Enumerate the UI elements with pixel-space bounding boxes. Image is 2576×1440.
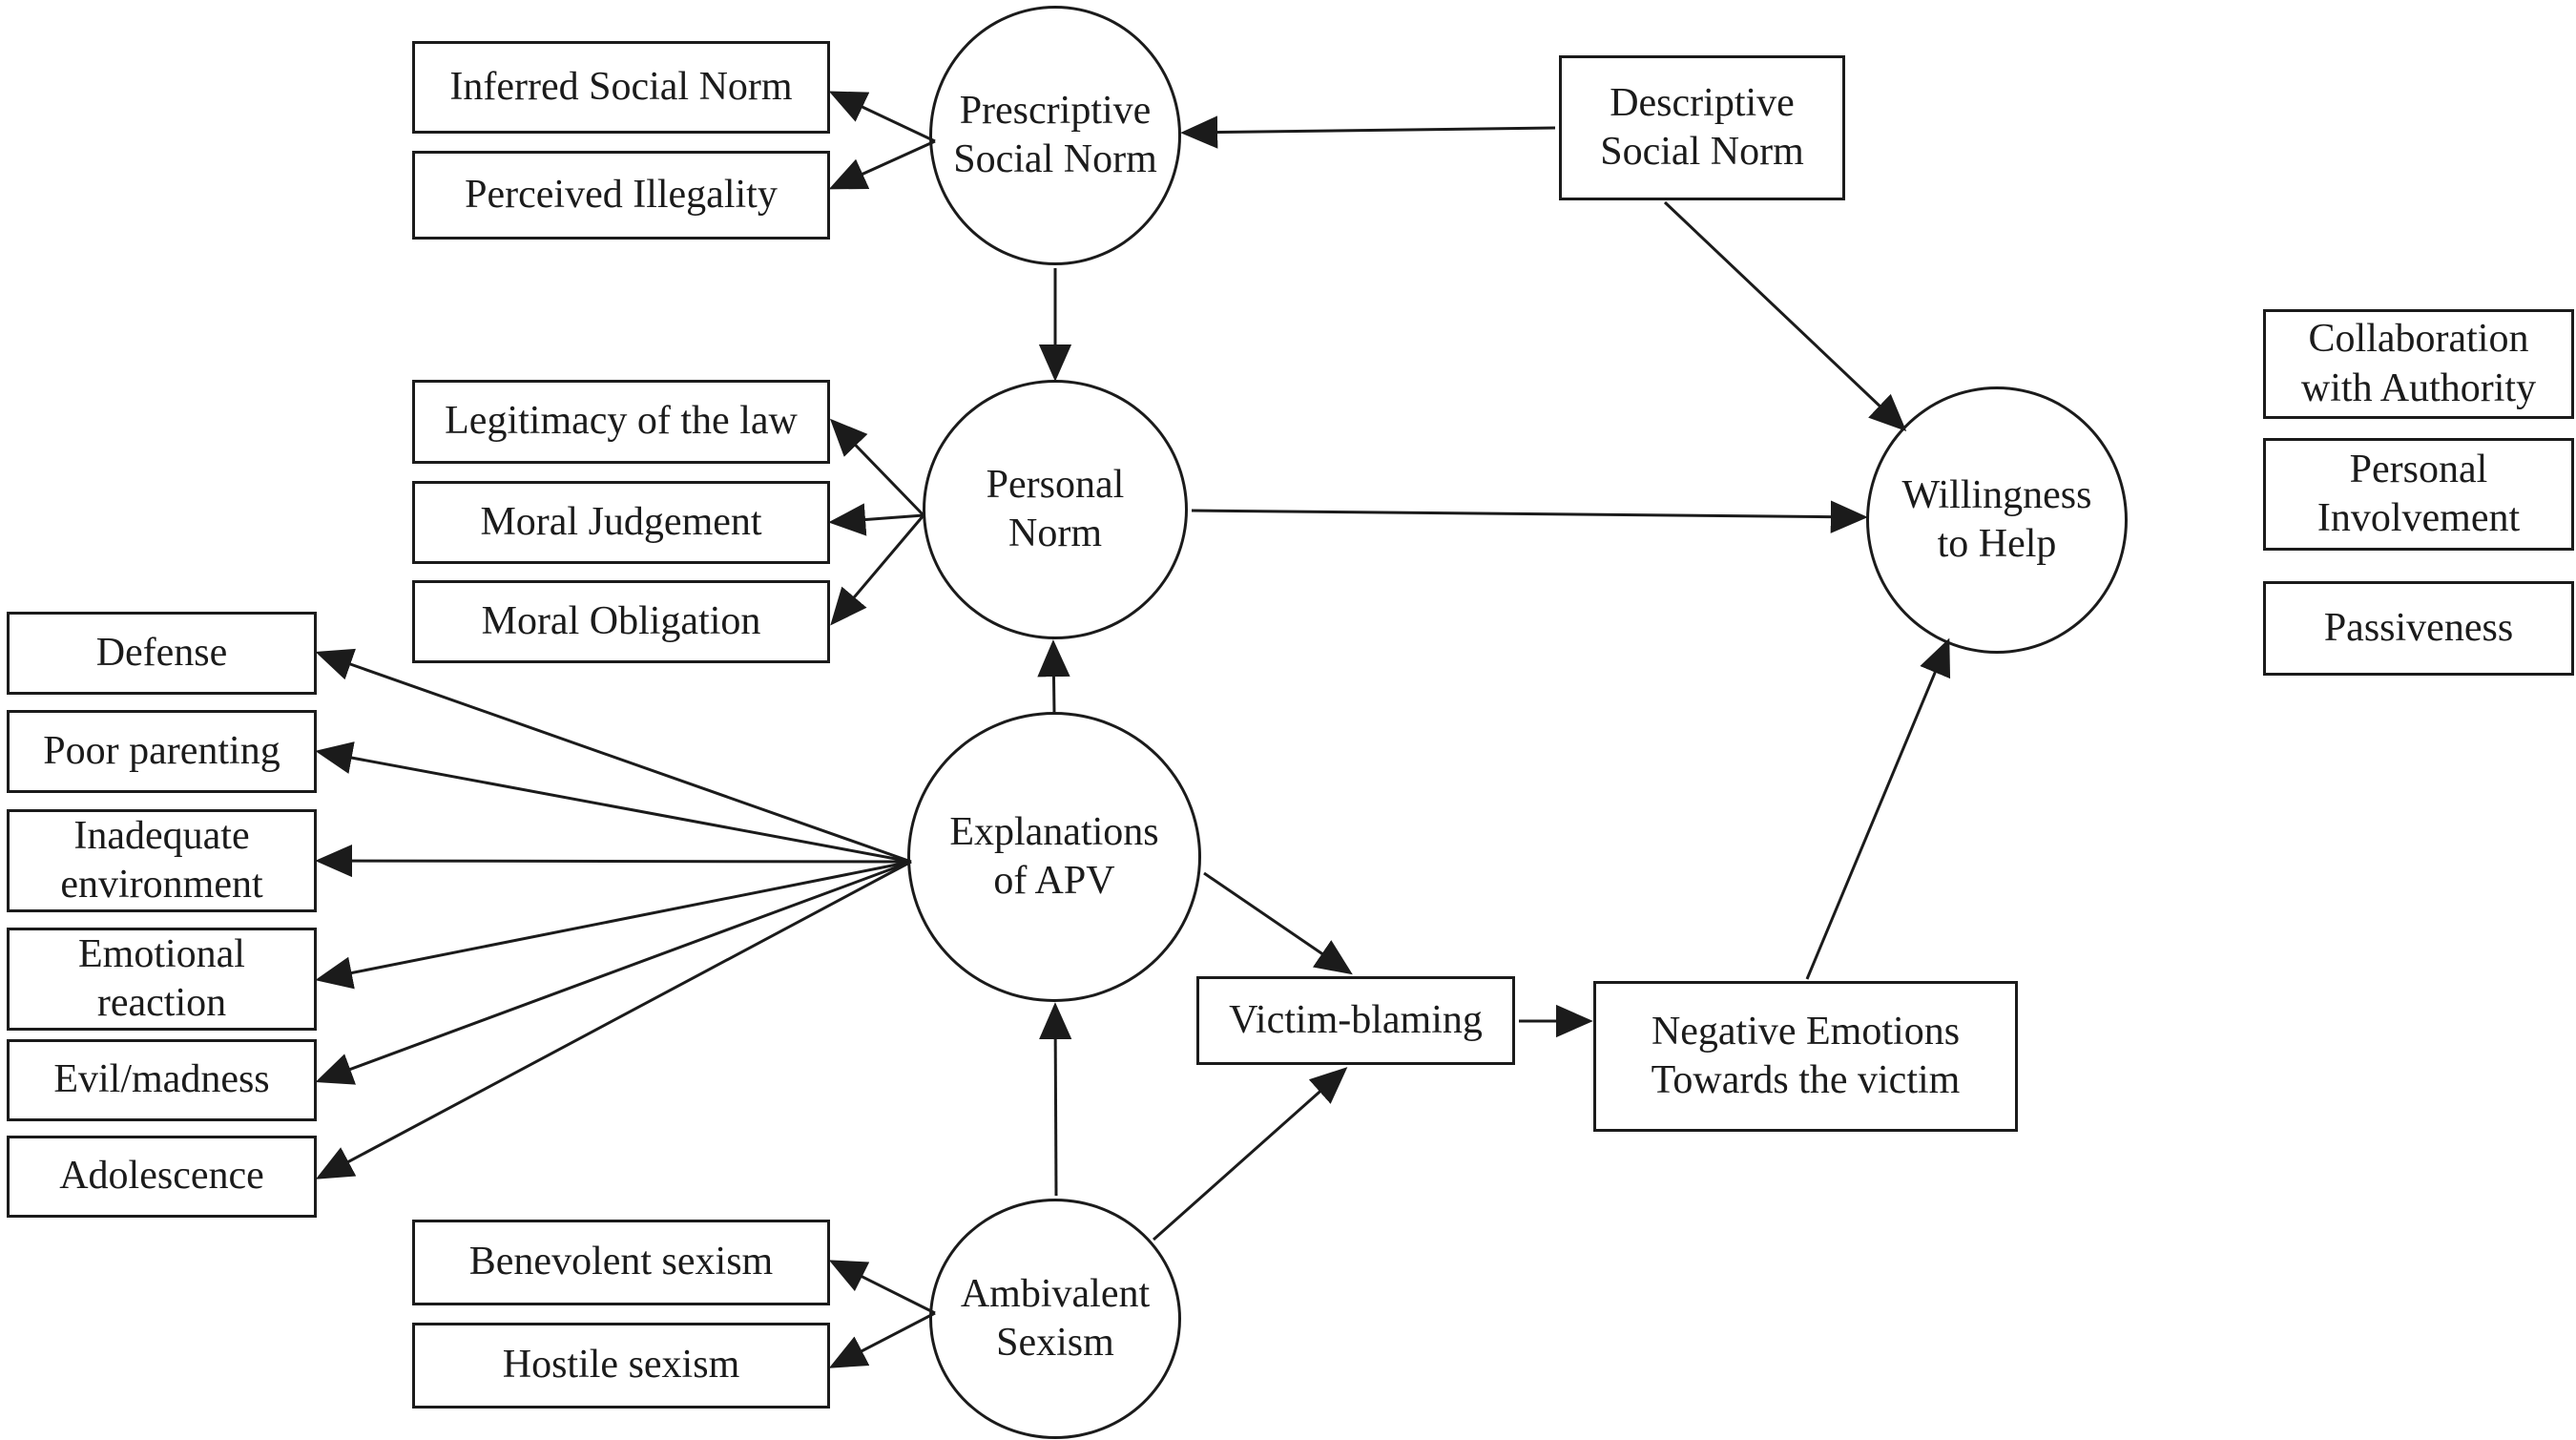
node-personal-norm: Personal Norm (923, 380, 1188, 639)
node-willingness-to-help: Willingness to Help (1866, 386, 2128, 654)
node-personal-involvement: Personal Involvement (2263, 438, 2574, 551)
edge-explanations-to-adolescence (315, 860, 912, 1179)
node-victim-blaming: Victim-blaming (1196, 976, 1515, 1065)
edge-descriptive-to-prescriptive (1180, 115, 1556, 149)
edge-prescriptive-to-inferred (828, 91, 936, 143)
node-moral-judgement: Moral Judgement (412, 481, 830, 564)
edge-ambivalent-to-victim-blaming (1153, 1067, 1348, 1242)
edge-personal-to-legitimacy (829, 418, 925, 517)
edge-explanations-to-emotional-reaction (315, 860, 912, 990)
node-passiveness: Passiveness (2263, 581, 2574, 676)
edge-explanations-to-personal (1037, 639, 1070, 714)
edge-descriptive-to-willingness (1663, 200, 1907, 432)
edge-prescriptive-to-perceived (828, 139, 936, 190)
edge-ambivalent-to-hostile (828, 1311, 936, 1368)
node-inferred-social-norm: Inferred Social Norm (412, 41, 830, 134)
node-hostile-sexism: Hostile sexism (412, 1323, 830, 1409)
node-ambivalent-sexism: Ambivalent Sexism (929, 1199, 1181, 1439)
node-emotional-reaction: Emotional reaction (7, 928, 317, 1031)
node-explanations-of-apv: Explanations of APV (907, 712, 1201, 1002)
node-descriptive-social-norm: Descriptive Social Norm (1559, 55, 1845, 200)
edge-negative-emotions-to-willingness (1805, 637, 1951, 980)
edge-personal-to-moral-judgement (828, 503, 924, 536)
edge-explanations-to-defense (315, 648, 912, 864)
edge-ambivalent-to-explanations (1039, 1002, 1072, 1197)
edge-personal-to-moral-obligation (830, 514, 925, 626)
edge-explanations-to-evil-madness (315, 860, 912, 1085)
node-prescriptive-social-norm: Prescriptive Social Norm (929, 6, 1181, 265)
edge-personal-to-willingness (1191, 500, 1868, 533)
edge-explanations-to-inadequate-environment (315, 844, 912, 878)
edge-explanations-to-poor-parenting (315, 741, 912, 864)
node-perceived-illegality: Perceived Illegality (412, 151, 830, 240)
node-evil-madness: Evil/madness (7, 1039, 317, 1121)
node-moral-obligation: Moral Obligation (412, 580, 830, 663)
node-defense: Defense (7, 612, 317, 695)
node-adolescence: Adolescence (7, 1136, 317, 1218)
node-legitimacy-of-the-law: Legitimacy of the law (412, 380, 830, 464)
node-negative-emotions: Negative Emotions Towards the victim (1593, 981, 2018, 1132)
node-collaboration-with-authority: Collaboration with Authority (2263, 309, 2574, 419)
node-inadequate-environment: Inadequate environment (7, 809, 317, 912)
edge-ambivalent-to-benevolent (828, 1260, 936, 1315)
edge-explanations-to-victim-blaming (1203, 871, 1353, 975)
node-poor-parenting: Poor parenting (7, 710, 317, 793)
node-benevolent-sexism: Benevolent sexism (412, 1220, 830, 1305)
